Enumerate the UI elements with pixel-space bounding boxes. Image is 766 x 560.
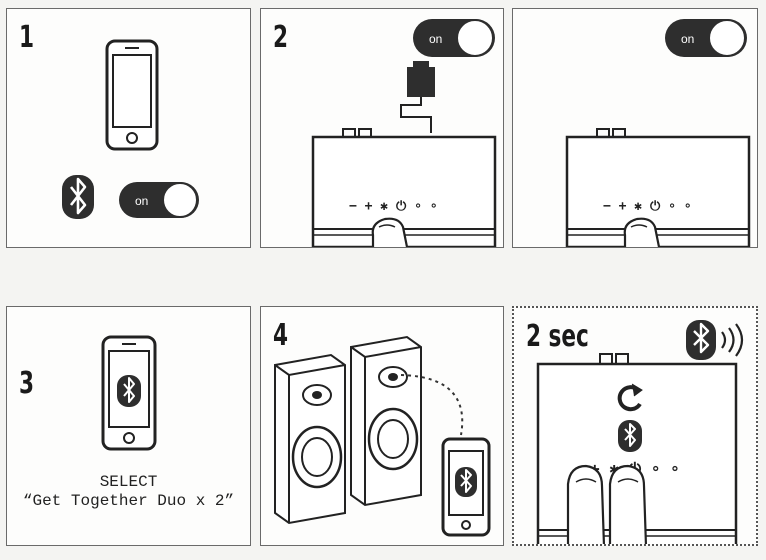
step-2b-panel: on − + ✱ ⏻ ∘ ∘ <box>512 8 758 248</box>
toggle-switch-icon: on <box>665 19 747 57</box>
step-4-panel: 4 <box>260 306 504 546</box>
toggle-switch-icon: on <box>413 19 495 57</box>
bluetooth-icon <box>618 420 642 452</box>
step-number: 1 <box>19 20 35 55</box>
finger-icon <box>566 464 606 544</box>
step-1-illustration: on <box>62 39 199 219</box>
refresh-icon <box>617 383 643 412</box>
speaker-unit-icon: − + ✱ ⏻ ∘ ∘ <box>565 128 751 247</box>
step-number: 2 <box>273 20 289 55</box>
step-number: 2 sec <box>526 319 589 354</box>
speaker-left-icon <box>274 353 346 525</box>
step-2sec-illustration: + ✱ ⏻ ∘ ∘ <box>536 320 744 544</box>
svg-text:− + ✱ ⏻ ∘ ∘: − + ✱ ⏻ ∘ ∘ <box>349 199 438 214</box>
bluetooth-icon <box>455 467 477 497</box>
speaker-right-icon <box>350 335 422 507</box>
step-4-illustration <box>274 335 491 537</box>
step-3-illustration <box>101 335 157 451</box>
step-number: 4 <box>273 318 289 353</box>
bluetooth-icon <box>686 320 716 360</box>
toggle-switch-icon: on <box>119 182 199 218</box>
step-2-illustration: on − + ✱ ⏻ ∘ ∘ <box>311 19 497 247</box>
finger-icon <box>608 464 648 544</box>
step-2-panel: 2 on − + ✱ ⏻ ∘ ∘ <box>260 8 504 248</box>
smartphone-icon <box>105 39 159 151</box>
step-2b-illustration: on − + ✱ ⏻ ∘ ∘ <box>565 19 751 247</box>
power-adapter-icon <box>400 61 435 133</box>
bluetooth-icon <box>117 375 141 407</box>
step-2sec-panel: 2 sec + ✱ ⏻ ∘ ∘ <box>512 306 758 546</box>
finger-icon <box>371 217 409 247</box>
step-3-panel: 3 SELECT “Get Together Duo x 2” <box>6 306 251 546</box>
step-1-panel: 1 on <box>6 8 251 248</box>
svg-text:− + ✱ ⏻ ∘ ∘: − + ✱ ⏻ ∘ ∘ <box>603 199 692 214</box>
sound-waves-icon <box>721 323 744 357</box>
bluetooth-icon <box>62 175 94 219</box>
step-number: 3 <box>19 366 35 401</box>
device-name: “Get Together Duo x 2” <box>22 492 235 510</box>
toggle-label: on <box>681 32 694 46</box>
finger-icon <box>623 217 661 247</box>
toggle-label: on <box>135 194 148 208</box>
select-label: SELECT <box>99 473 158 491</box>
toggle-label: on <box>429 32 442 46</box>
